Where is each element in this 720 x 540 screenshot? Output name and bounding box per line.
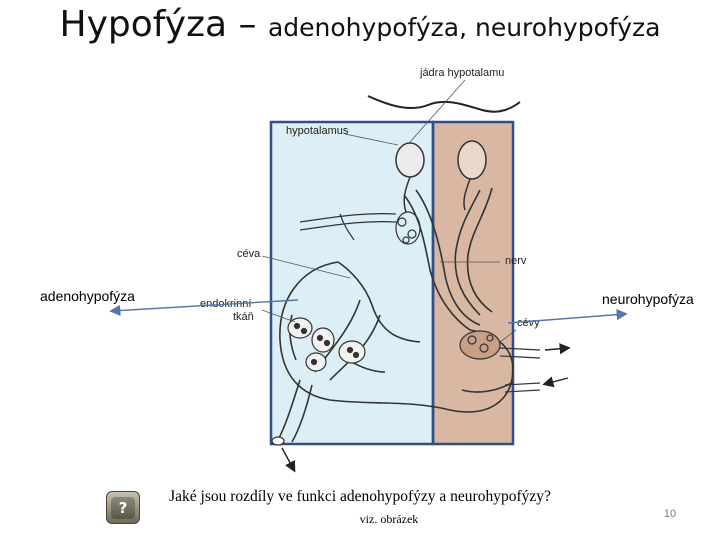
label-hypotalamus: hypotalamus	[286, 125, 349, 137]
flow-arrow-right-upper	[545, 348, 568, 350]
hypothalamic-nucleus-left	[396, 143, 424, 177]
label-jadra-hypotalamu: jádra hypotalamu	[419, 67, 504, 79]
figure-note: viz. obrázek	[0, 512, 720, 527]
slide-number: 10	[652, 508, 688, 520]
right-region-label: neurohypofýza	[602, 291, 694, 307]
left-region-label: adenohypofýza	[40, 288, 135, 304]
flow-arrow-bottom	[282, 448, 294, 470]
label-cevy: cévy	[517, 317, 540, 329]
hypothalamic-nucleus-right	[458, 141, 486, 179]
label-ceva: céva	[237, 248, 261, 260]
flow-arrow-right-lower	[545, 378, 568, 384]
question-text: Jaké jsou rozdíly ve funkci adenohypofýz…	[0, 488, 720, 506]
label-tkan: tkáň	[233, 311, 254, 323]
label-nerv: nerv	[505, 255, 527, 267]
vessel-end-bottom	[272, 437, 284, 445]
